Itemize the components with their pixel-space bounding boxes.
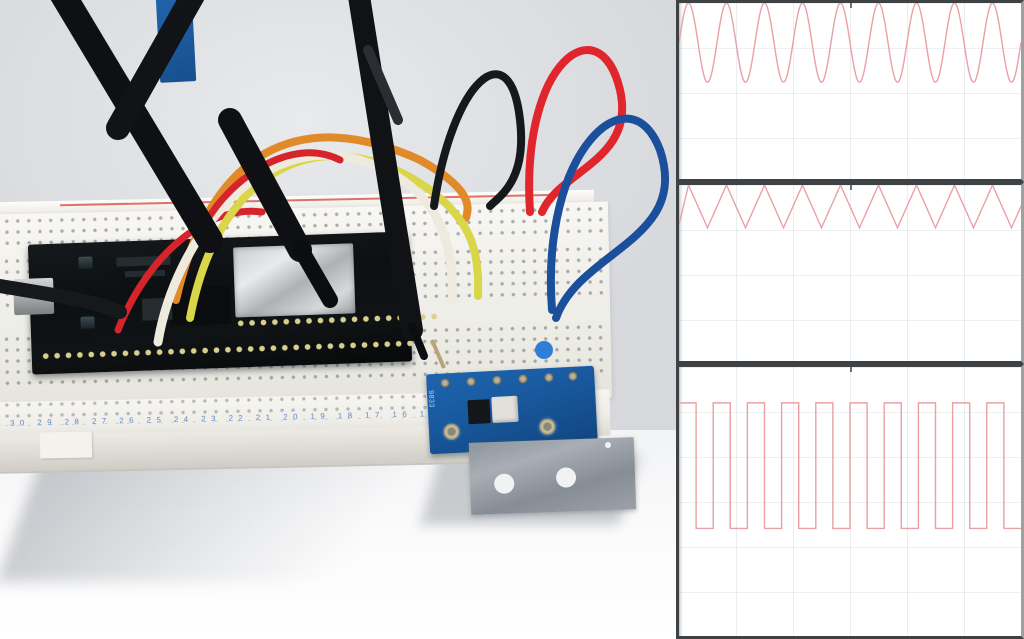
- breadboard-photo: 30 29 28 27 26 25 24 23 22 21 20 19 18 1…: [0, 0, 676, 639]
- scope-panel-sine[interactable]: [676, 0, 1024, 182]
- trigger-tick-triangle: [850, 185, 852, 190]
- wire-white-1: [153, 150, 457, 347]
- scope-grid-triangle: [679, 185, 1021, 361]
- wires-and-probes: [0, 0, 670, 369]
- panel-edge-shadow-3: [679, 367, 683, 636]
- probe-clip: [363, 45, 403, 125]
- probe-tip-2: [408, 322, 428, 360]
- oscilloscope-traces: [676, 0, 1024, 639]
- probe-body-1: [218, 108, 312, 262]
- panel-edge-shadow-2: [679, 185, 683, 361]
- scope-panel-square[interactable]: [676, 364, 1024, 639]
- scope-panel-triangle[interactable]: [676, 182, 1024, 364]
- wire-blue: [546, 114, 670, 322]
- resistor-lead: [430, 339, 446, 369]
- trigger-tick-sine: [850, 3, 852, 8]
- wire-red-1: [114, 207, 266, 334]
- triangle-waveform-trace: [679, 185, 1021, 230]
- wire-red-3: [525, 46, 627, 216]
- capacitor-blue: [535, 341, 553, 359]
- wire-black-jumper: [430, 70, 526, 210]
- panel-edge-shadow-1: [679, 3, 683, 179]
- usb-cable: [0, 279, 127, 319]
- probe-cable-2: [106, 0, 205, 140]
- square-waveform-trace: [679, 402, 1021, 530]
- probe-tip-1: [292, 240, 338, 308]
- sine-waveform-trace: [679, 3, 1021, 83]
- trigger-tick-square: [850, 367, 852, 372]
- scope-grid-sine: [679, 3, 1021, 179]
